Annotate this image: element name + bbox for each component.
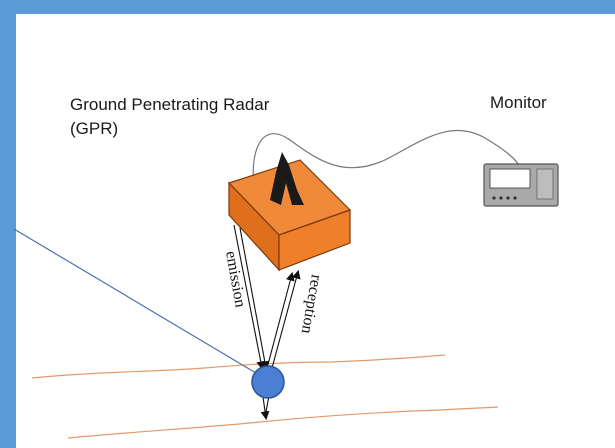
radar-monitor-cable — [252, 129, 522, 196]
emission-rays — [233, 224, 270, 371]
pointer-line — [13, 228, 267, 380]
emission-label: emission — [222, 250, 249, 309]
monitor-icon — [483, 163, 559, 207]
ground-layer-lower — [67, 406, 499, 439]
buried-object-icon — [251, 365, 285, 399]
frame-left-bar — [0, 0, 16, 448]
gpr-title-line1: Ground Penetrating Radar — [70, 95, 270, 114]
reception-label: reception — [298, 273, 325, 335]
reception-rays — [265, 269, 301, 373]
monitor-label: Monitor — [490, 93, 547, 112]
ground-layer-upper — [31, 354, 446, 379]
radar-box-icon — [227, 152, 352, 272]
gpr-title-line2: (GPR) — [70, 119, 118, 138]
frame-top-bar — [0, 0, 615, 14]
